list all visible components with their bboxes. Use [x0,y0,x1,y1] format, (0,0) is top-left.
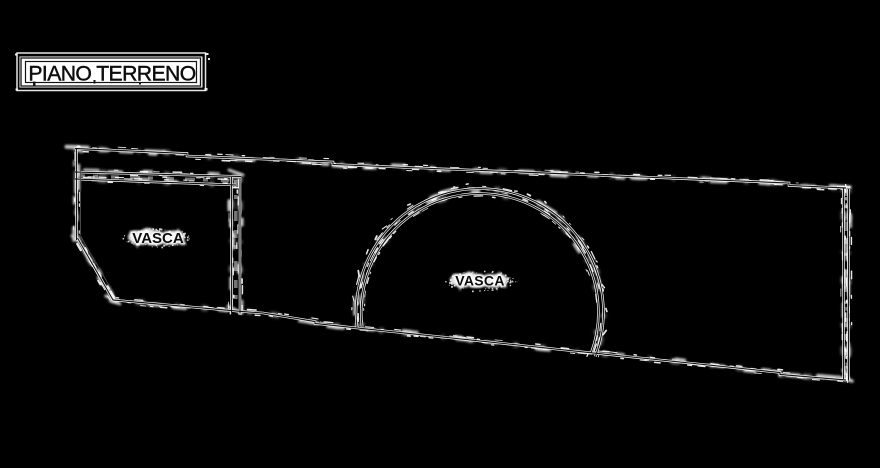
svg-text:VASCA: VASCA [455,273,504,289]
svg-text:VASCA: VASCA [132,230,184,247]
svg-text:PIANO TERRENO: PIANO TERRENO [28,63,195,86]
svg-text:VASCA: VASCA [455,273,504,289]
svg-text:VASCA: VASCA [132,230,184,247]
